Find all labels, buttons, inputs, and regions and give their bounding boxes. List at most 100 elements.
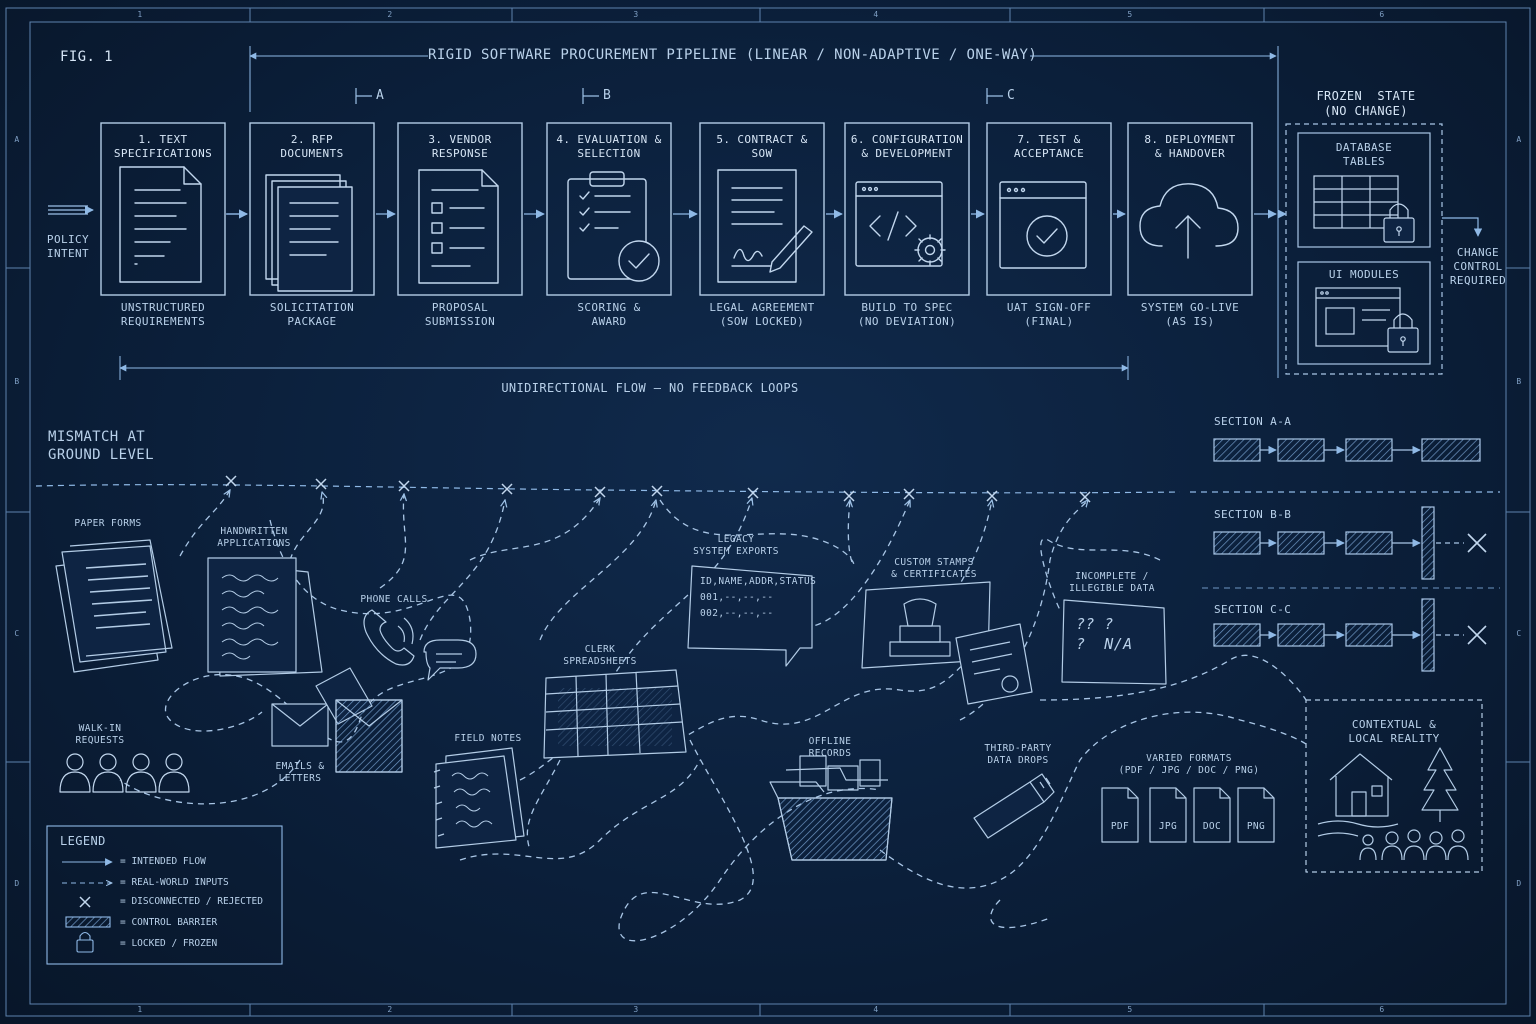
legacy-row-1: 001,--,--,-- [700, 592, 774, 603]
grid-col-top-3: 3 [633, 10, 639, 19]
pipeline-title: RIGID SOFTWARE PROCUREMENT PIPELINE (LIN… [428, 47, 1038, 63]
stage-box-8 [1127, 122, 1253, 296]
stage-caption-6: BUILD TO SPEC (NO DEVIATION) [857, 301, 957, 328]
legacy-row-2: 002,--,--,-- [700, 608, 774, 619]
varied-formats-label: VARIED FORMATS (PDF / JPG / DOC / PNG) [1118, 753, 1260, 776]
rejected-x-mark [1467, 533, 1487, 553]
contextual-reality-panel [1305, 699, 1483, 873]
stage-title-8: 8. DEPLOYMENT & HANDOVER [1144, 133, 1236, 160]
legend-title: LEGEND [60, 834, 106, 848]
section-views [1213, 438, 1487, 672]
rejected-x-mark [747, 487, 759, 499]
illegible-data-icon [1061, 599, 1167, 685]
section-block [1213, 531, 1261, 555]
grid-col-top-2: 2 [387, 10, 393, 19]
change-control-label: CHANGE CONTROL REQUIRED [1449, 246, 1507, 287]
stage-title-4: 4. EVALUATION & SELECTION [556, 133, 662, 160]
ground-sketches [55, 539, 1483, 873]
illegible-marks: ?? ? ? N/A [1076, 615, 1133, 653]
section-block [1421, 438, 1481, 462]
stage-caption-8: SYSTEM GO-LIVE (AS IS) [1140, 301, 1240, 328]
stage-title-1: 1. TEXT SPECIFICATIONS [113, 133, 213, 160]
stage-caption-2: SOLICITATION PACKAGE [269, 301, 355, 328]
legend-item-intended: = INTENDED FLOW [120, 856, 206, 867]
offline-records-folder-icon [769, 755, 893, 861]
section-block [1213, 438, 1261, 462]
database-tables-label: DATABASE TABLES [1335, 141, 1393, 168]
grid-row-left-D: D [14, 879, 20, 888]
stage-caption-5: LEGAL AGREEMENT (SOW LOCKED) [709, 301, 815, 328]
checklist-document-icon [418, 169, 499, 284]
legend-item-barrier: = CONTROL BARRIER [120, 917, 218, 928]
contextual-reality-label: CONTEXTUAL & LOCAL REALITY [1348, 718, 1440, 745]
format-label-jpg: JPG [1158, 821, 1178, 832]
policy-intent-arrow [48, 205, 94, 215]
clipboard-check-icon [567, 171, 660, 282]
section-block [1277, 623, 1325, 647]
legacy-exports-label: LEGACY SYSTEM EXPORTS [693, 534, 779, 557]
paper-forms-label: PAPER FORMS [74, 518, 142, 529]
rejected-x-mark [1467, 625, 1487, 645]
stage-caption-1: UNSTRUCTURED REQUIREMENTS [120, 301, 206, 328]
stage-title-6: 6. CONFIGURATION & DEVELOPMENT [850, 133, 964, 160]
ui-modules-label: UI MODULES [1328, 268, 1400, 281]
documents-stack-icon [265, 174, 353, 292]
rejected-x-mark [651, 485, 663, 497]
section-block [1277, 531, 1325, 555]
grid-row-left-C: C [14, 629, 20, 638]
ground-level-line [35, 484, 1500, 494]
pipeline-dimension-line [249, 46, 1279, 378]
section-block [1345, 531, 1393, 555]
frozen-state-panel [1278, 123, 1483, 375]
stage-caption-7: UAT SIGN-OFF (FINAL) [1006, 301, 1092, 328]
section-markers [355, 88, 1003, 104]
stamps-label: CUSTOM STAMPS & CERTIFICATES [891, 557, 977, 580]
file-jpg-icon [1149, 787, 1187, 843]
grid-col-bottom-2: 2 [387, 1005, 393, 1014]
ui-module-icon [1315, 287, 1401, 347]
stage-title-5: 5. CONTRACT & SOW [716, 133, 808, 160]
grid-row-left-B: B [14, 377, 20, 386]
legend-lock-icon [76, 931, 94, 953]
mismatch-title: MISMATCH AT GROUND LEVEL [48, 429, 154, 463]
stage-box-2 [249, 122, 375, 296]
field-notes-label: FIELD NOTES [454, 733, 522, 744]
section-c-label: SECTION C-C [1214, 603, 1292, 616]
rejected-x-mark [225, 475, 237, 487]
usb-drive-icon [973, 773, 1055, 839]
grid-col-top-6: 6 [1379, 10, 1385, 19]
section-block [1213, 623, 1261, 647]
stage-box-7 [986, 122, 1112, 296]
cloud-upload-icon [1139, 183, 1239, 259]
field-notes-icon [433, 747, 525, 849]
window-check-icon [999, 181, 1087, 269]
rejected-x-mark [594, 486, 606, 498]
rejected-x-mark [398, 480, 410, 492]
legacy-export-icon [687, 565, 813, 667]
grid-col-bottom-3: 3 [633, 1005, 639, 1014]
walk-in-people-icon [59, 753, 190, 793]
file-formats-icons [1101, 787, 1275, 843]
lock-icon [1387, 313, 1419, 353]
offline-records-label: OFFLINE RECORDS [808, 736, 852, 759]
grid-col-bottom-4: 4 [873, 1005, 879, 1014]
grid-col-bottom-6: 6 [1379, 1005, 1385, 1014]
legend-barrier-swatch [65, 916, 111, 928]
figure-label: FIG. 1 [60, 49, 113, 65]
stage-caption-3: PROPOSAL SUBMISSION [424, 301, 496, 328]
stage-caption-4: SCORING & AWARD [577, 301, 641, 328]
rejected-x-mark [315, 478, 327, 490]
emails-letters-icon [271, 667, 403, 773]
emails-letters-label: EMAILS & LETTERS [275, 761, 325, 784]
third-party-label: THIRD-PARTY DATA DROPS [984, 743, 1052, 766]
handwritten-label: HANDWRITTEN APPLICATIONS [217, 526, 291, 549]
legend-item-locked: = LOCKED / FROZEN [120, 938, 218, 949]
stage-title-3: 3. VENDOR RESPONSE [428, 133, 492, 160]
unidirectional-dimension [119, 356, 1129, 380]
grid-col-bottom-5: 5 [1127, 1005, 1133, 1014]
legend-item-rejected: = DISCONNECTED / REJECTED [120, 896, 263, 907]
marker-b: B [603, 88, 612, 103]
grid-ticks [6, 8, 1530, 1016]
pipeline-stages [100, 122, 1253, 296]
